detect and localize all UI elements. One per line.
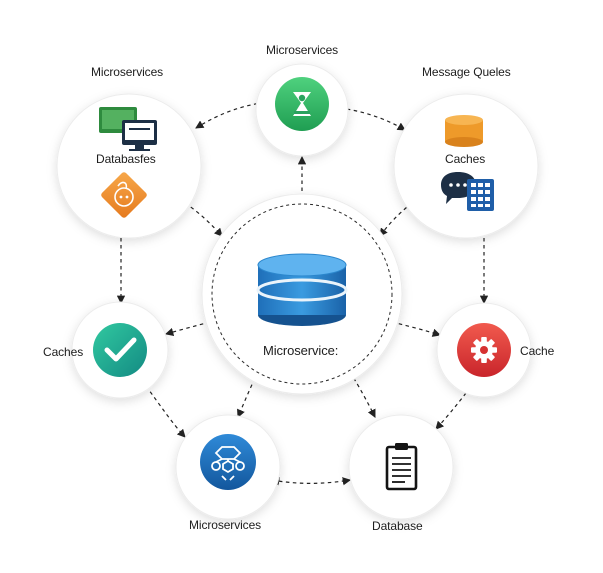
- node-left-label: Caches: [43, 345, 84, 359]
- arrow-topleft-center: [184, 202, 223, 237]
- node-topright-disk: [393, 93, 539, 239]
- node-topleft-label: Microservices: [91, 65, 164, 79]
- database-cylinder-icon: [256, 253, 348, 326]
- document-list-icon: [385, 443, 418, 491]
- network-nodes-icon: [200, 434, 256, 490]
- center-dashed-ring: [211, 203, 393, 385]
- arrow-left-bottomleft: [145, 385, 186, 438]
- node-bottomright-label: Database: [372, 519, 423, 533]
- arrow-topleft-top: [195, 99, 268, 129]
- arrow-topright-center: [379, 202, 413, 237]
- checkmark-icon: [93, 323, 147, 377]
- diamond-database-icon: [101, 172, 147, 218]
- node-right-label: Cache: [520, 344, 555, 358]
- node-top-label: Microservices: [266, 43, 339, 57]
- calculator-grid-icon: [467, 179, 494, 211]
- monitor-icon: [99, 107, 157, 151]
- node-topleft-sublabel: Databasfes: [96, 152, 156, 166]
- node-bottomleft-label: Microservices: [189, 518, 262, 532]
- node-topright-label: Message Queles: [422, 65, 511, 79]
- center-label: Microservice:: [263, 343, 339, 358]
- arrow-center-bottomleft: [237, 371, 259, 418]
- arrow-bottomleft-bottomright: [270, 477, 352, 486]
- node-topright-sublabel: Caches: [445, 152, 486, 166]
- arrow-center-left: [164, 321, 211, 337]
- arrow-center-right: [391, 321, 442, 337]
- cylinder-icon: [445, 115, 483, 147]
- arrow-right-bottomright: [435, 392, 467, 430]
- node-topleft-disk: [56, 93, 202, 239]
- gear-icon: [457, 323, 511, 377]
- hourglass-person-icon: [275, 77, 329, 131]
